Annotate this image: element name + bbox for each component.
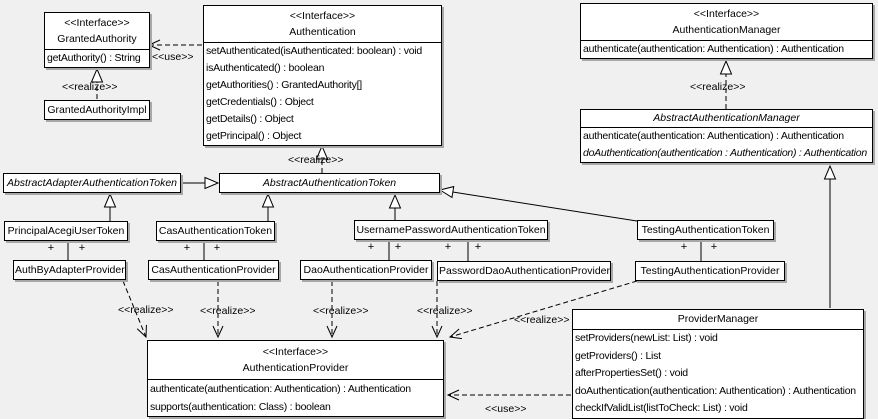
realize-edge-label: <<realize>>	[118, 304, 174, 316]
class-name: TestingAuthenticationToken	[641, 224, 770, 236]
edge-testingprovider-realize	[448, 280, 638, 340]
method-row: supports(authentication: Class) : boolea…	[150, 401, 331, 413]
realize-edge-label: <<realize>>	[514, 314, 570, 326]
class-name: PrincipalAcegiUserToken	[7, 225, 125, 237]
class-name: GrantedAuthority	[57, 33, 137, 45]
method-row: authenticate(authentication: Authenticat…	[150, 383, 411, 395]
edge-authbyadapter-realize	[122, 280, 147, 339]
association-plus: +	[394, 241, 402, 253]
realize-edge-label: <<realize>>	[417, 305, 473, 317]
method-row: getAuthorities() : GrantedAuthority[]	[206, 79, 362, 91]
association-plus: +	[213, 242, 221, 254]
association-plus: +	[367, 241, 375, 253]
class-testing-authentication-token[interactable]: TestingAuthenticationToken	[637, 220, 774, 240]
class-name: AuthByAdapterProvider	[15, 264, 125, 276]
class-provider-manager[interactable]: ProviderManager setProviders(newList: Li…	[572, 309, 864, 419]
association-plus: +	[78, 242, 86, 254]
stereotype-label: <<Interface>>	[64, 17, 130, 29]
class-abstract-authentication-token[interactable]: AbstractAuthenticationToken	[219, 173, 440, 193]
class-authentication-manager[interactable]: <<Interface>> AuthenticationManager auth…	[580, 3, 873, 59]
class-name: AbstractAuthenticationToken	[262, 177, 397, 189]
class-name: ProviderManager	[573, 310, 863, 330]
class-name: AuthenticationManager	[672, 24, 781, 36]
realize-edge-label: <<realize>>	[690, 81, 746, 93]
method-row: setProviders(newList: List) : void	[575, 332, 718, 344]
method-row: isAuthenticated() : boolean	[206, 62, 325, 74]
stereotype-label: <<Interface>>	[693, 8, 760, 20]
method-row: afterPropertiesSet() : void	[575, 367, 688, 379]
association-plus: +	[183, 242, 191, 254]
association-plus: +	[474, 241, 482, 253]
association-plus: +	[710, 241, 718, 253]
class-authentication[interactable]: <<Interface>> Authentication setAuthenti…	[203, 5, 442, 146]
class-granted-authority-impl[interactable]: GrantedAuthorityImpl	[44, 100, 150, 120]
class-name: DaoAuthenticationProvider	[303, 264, 429, 276]
method-row: doAuthentication(authentication : Authen…	[583, 147, 867, 159]
method-row: getDetails() : Object	[206, 113, 294, 125]
class-password-dao-authentication-provider[interactable]: PasswordDaoAuthenticationProvider	[437, 261, 611, 281]
class-name: GrantedAuthorityImpl	[47, 104, 147, 116]
realize-edge-label: <<realize>>	[313, 305, 369, 317]
class-name: TestingAuthenticationProvider	[640, 265, 780, 277]
class-name: CasAuthenticationProvider	[151, 264, 276, 276]
association-plus: +	[47, 242, 55, 254]
use-edge-label: <<use>>	[485, 403, 527, 415]
class-authentication-provider[interactable]: <<Interface>> AuthenticationProvider aut…	[147, 340, 444, 417]
class-name: AbstractAuthenticationManager	[581, 110, 872, 128]
method-row: doAuthentication(authentication: Authent…	[575, 384, 856, 397]
use-edge-label: <<use>>	[152, 51, 194, 63]
class-dao-authentication-provider[interactable]: DaoAuthenticationProvider	[300, 260, 432, 280]
class-name: Authentication	[289, 26, 356, 38]
class-username-password-authentication-token[interactable]: UsernamePasswordAuthenticationToken	[354, 220, 548, 240]
stereotype-label: <<Interface>>	[289, 10, 356, 22]
method-row: authenticate(authentication: Authenticat…	[583, 130, 844, 142]
method-row: getProviders() : List	[575, 349, 661, 362]
method-row: getPrincipal() : Object	[206, 130, 302, 142]
class-name: AbstractAdapterAuthenticationToken	[6, 177, 178, 189]
method-row: authenticate(authentication: Authenticat…	[583, 43, 844, 55]
association-plus: +	[444, 241, 452, 253]
realize-edge-label: <<realize>>	[288, 154, 344, 166]
class-name: UsernamePasswordAuthenticationToken	[356, 224, 546, 236]
method-row: checkIfValidList(listToCheck: List) : vo…	[575, 402, 748, 414]
class-testing-authentication-provider[interactable]: TestingAuthenticationProvider	[635, 261, 785, 281]
class-abstract-authentication-manager[interactable]: AbstractAuthenticationManager authentica…	[580, 109, 873, 163]
class-abstract-adapter-authentication-token[interactable]: AbstractAdapterAuthenticationToken	[3, 173, 181, 193]
class-name: CasAuthenticationToken	[158, 225, 273, 237]
method-row: setAuthenticated(isAuthenticated: boolea…	[206, 45, 422, 57]
class-cas-authentication-provider[interactable]: CasAuthenticationProvider	[148, 260, 279, 280]
stereotype-label: <<Interface>>	[262, 346, 329, 358]
class-name: AuthenticationProvider	[242, 362, 349, 374]
method-row: getCredentials() : Object	[206, 96, 314, 108]
realize-edge-label: <<realize>>	[200, 305, 256, 317]
method-row: getAuthority() : String	[47, 52, 141, 64]
class-cas-authentication-token[interactable]: CasAuthenticationToken	[156, 221, 275, 241]
edge-testing-to-abstract-token	[438, 185, 638, 222]
class-granted-authority[interactable]: <<Interface>> GrantedAuthority getAuthor…	[44, 12, 150, 68]
class-auth-by-adapter-provider[interactable]: AuthByAdapterProvider	[13, 260, 126, 280]
class-principal-acegi-user-token[interactable]: PrincipalAcegiUserToken	[4, 221, 128, 241]
realize-edge-label: <<realize>>	[62, 81, 118, 93]
class-name: PasswordDaoAuthenticationProvider	[439, 265, 611, 277]
association-plus: +	[680, 241, 688, 253]
